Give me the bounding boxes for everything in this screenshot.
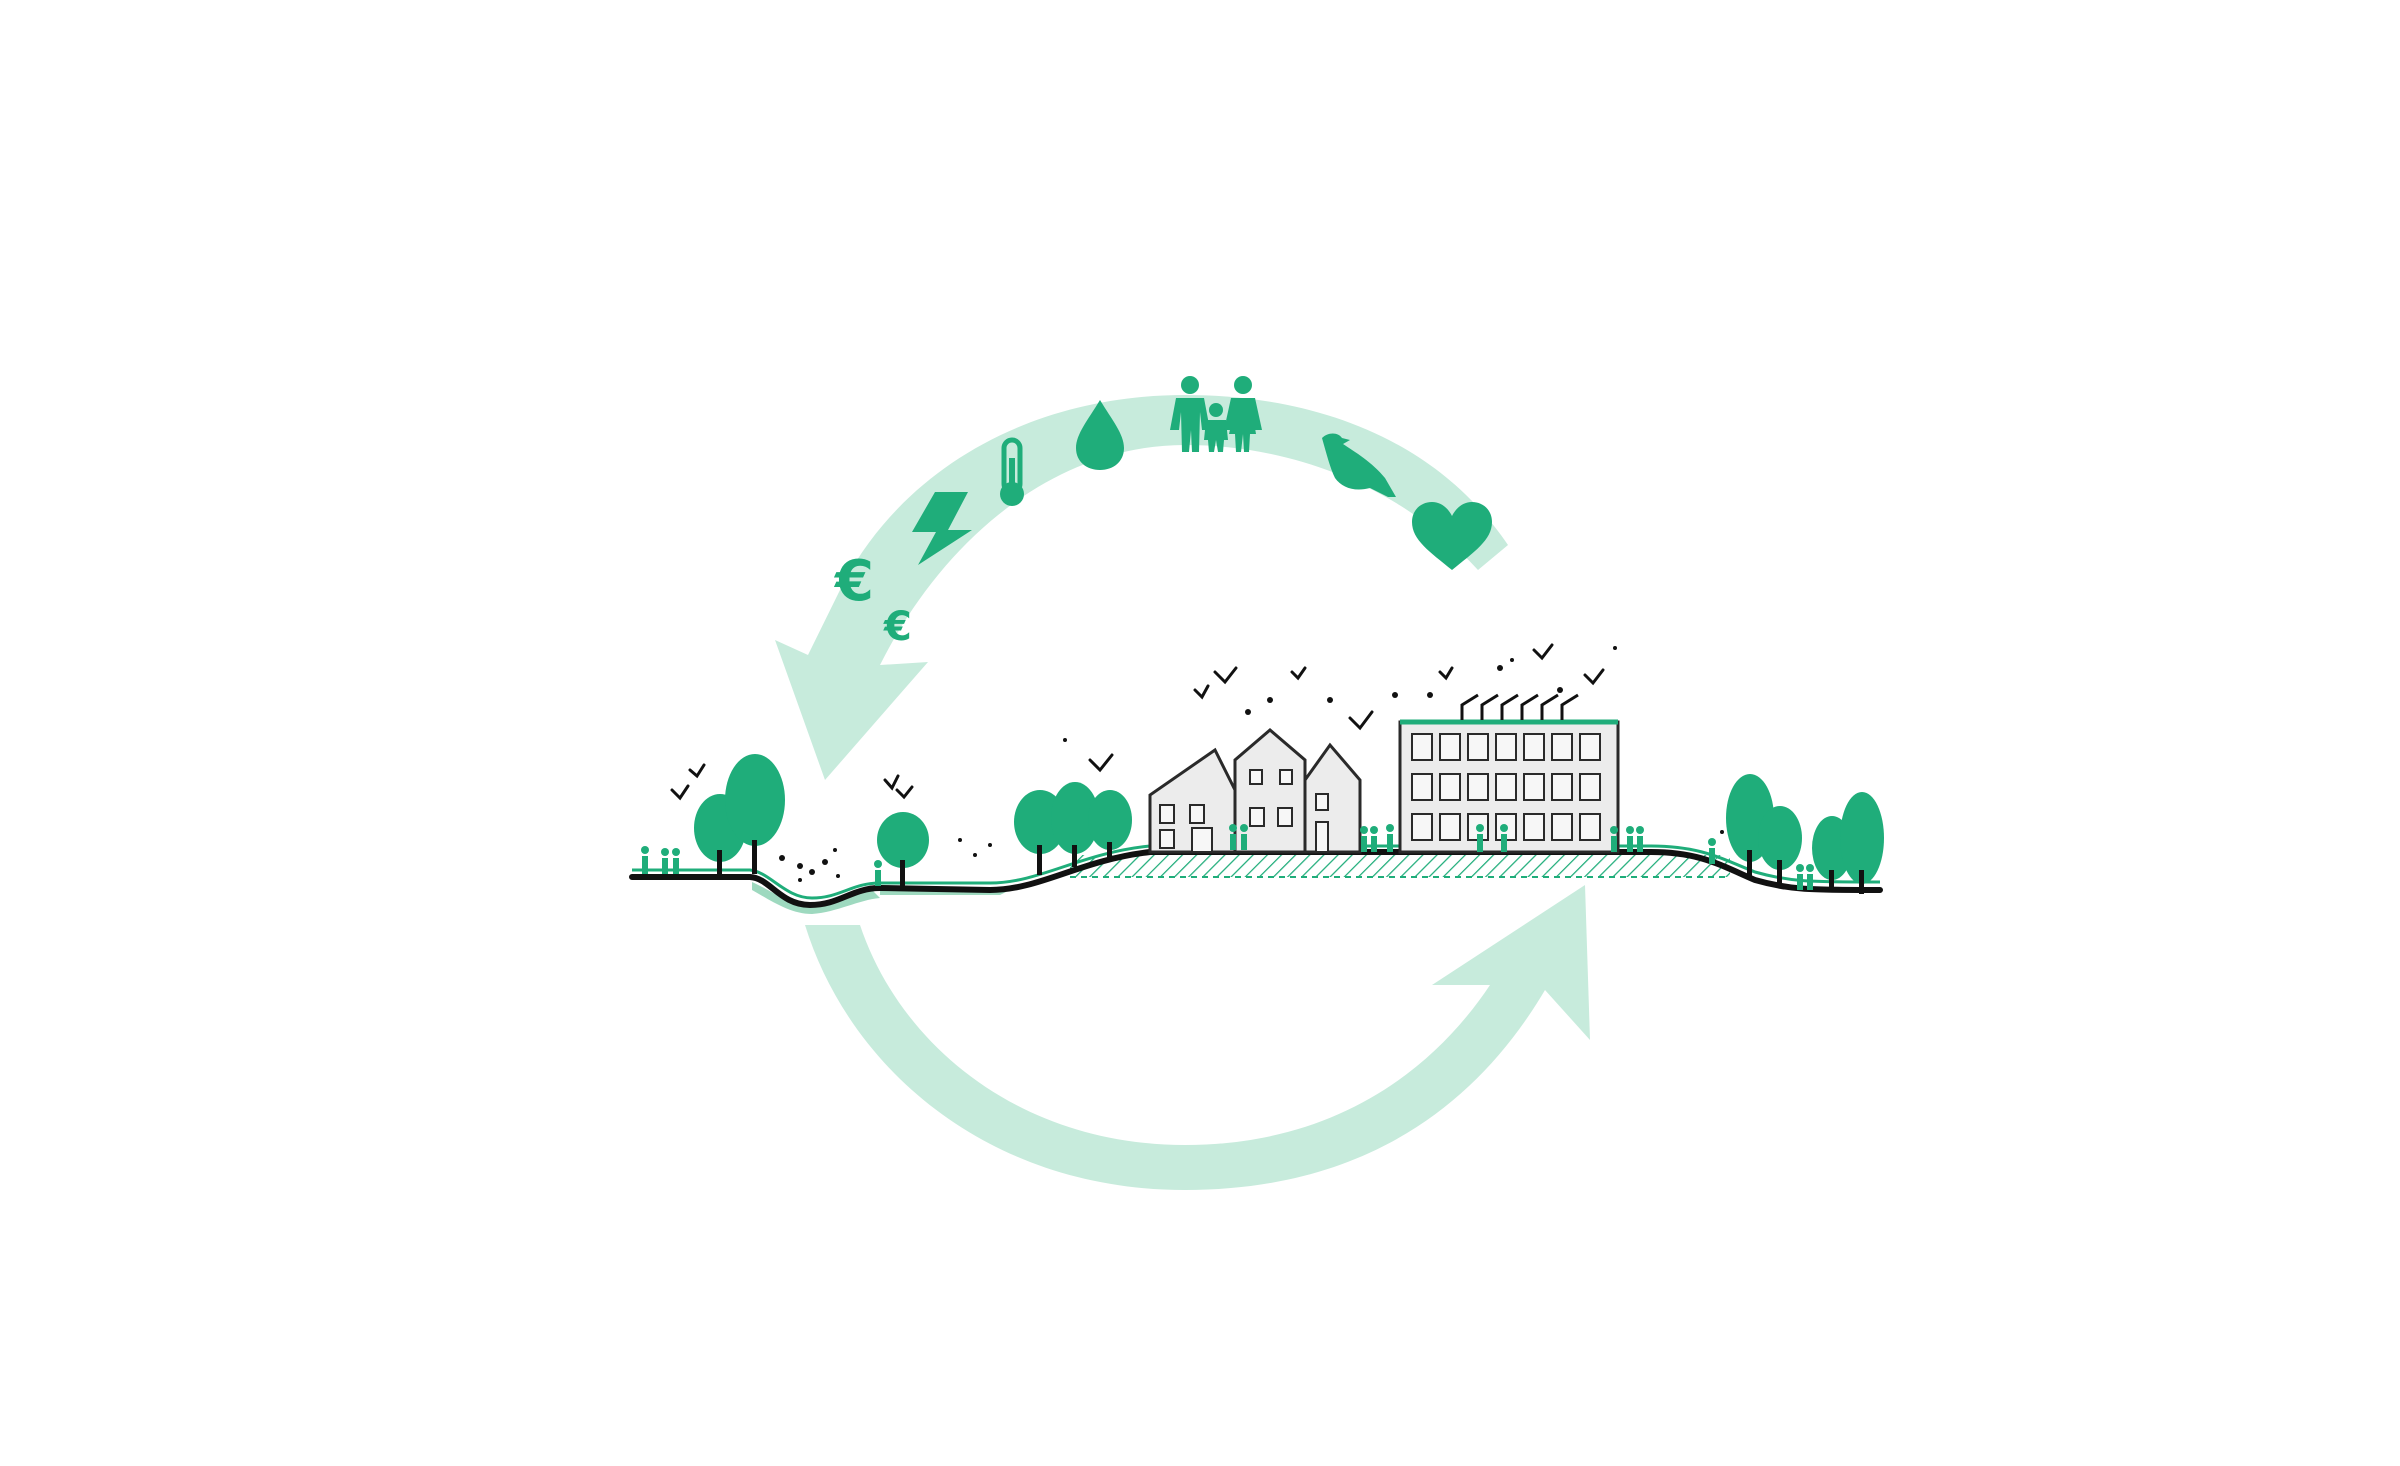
thermometer-icon [1000, 437, 1024, 506]
person [1386, 824, 1394, 852]
particles [779, 646, 1724, 882]
person [1796, 864, 1804, 890]
bird-mark [883, 774, 900, 791]
euro-large-icon: € [833, 549, 874, 614]
heart-icon [1412, 502, 1492, 570]
house-windows [1159, 769, 1329, 853]
people [641, 824, 1814, 890]
person [1500, 824, 1508, 852]
bird-mark [670, 784, 690, 801]
house-right [1303, 742, 1362, 854]
bird-mark [1193, 684, 1210, 700]
bird-mark [1348, 710, 1374, 731]
bird-mark [1088, 753, 1114, 773]
person [641, 846, 649, 874]
arc-icons: € € [833, 376, 1492, 650]
bird-mark [688, 763, 706, 779]
person [874, 860, 882, 886]
bird-mark [1583, 668, 1605, 686]
family-icon [1170, 376, 1262, 452]
bird-mark [1290, 666, 1307, 681]
apartment-building [1398, 693, 1620, 854]
landscape-section [629, 643, 1884, 914]
flying-birds [670, 643, 1605, 801]
bird-icon [1322, 433, 1396, 497]
house-middle [1233, 728, 1307, 854]
person [1229, 824, 1237, 850]
person [1370, 826, 1378, 852]
tree [877, 812, 929, 886]
person [1240, 824, 1248, 850]
cycle-arrows [775, 395, 1590, 1190]
water-drop-icon [1076, 400, 1124, 470]
houses [1148, 728, 1362, 854]
water-body [752, 882, 880, 914]
upper-arc-arrow [775, 395, 1508, 780]
person [661, 848, 669, 874]
tree [1088, 790, 1132, 860]
person [1360, 826, 1368, 852]
ground-line [629, 849, 1883, 909]
euro-small-icon: € [883, 604, 912, 650]
bird-mark [1213, 666, 1238, 685]
lower-arc-arrow [805, 885, 1590, 1190]
house-left [1148, 747, 1237, 854]
person [1610, 826, 1618, 852]
bird-mark [1438, 666, 1454, 681]
person [1806, 864, 1814, 890]
foundation-hatch [1070, 855, 1730, 877]
lightning-bolt-icon [912, 492, 972, 565]
bird-mark [1532, 643, 1554, 661]
person [672, 848, 680, 874]
solar-panels [1460, 693, 1579, 720]
tree [1840, 792, 1884, 894]
trees [694, 754, 1884, 894]
tree [1758, 806, 1802, 884]
person [1708, 838, 1716, 864]
building-windows [1411, 733, 1601, 841]
person [1476, 824, 1484, 852]
bird-mark [895, 785, 914, 800]
tree [1051, 782, 1099, 867]
ground-green-highlight [632, 844, 1881, 900]
tree [725, 754, 785, 874]
person [1626, 826, 1634, 852]
person [1636, 826, 1644, 852]
